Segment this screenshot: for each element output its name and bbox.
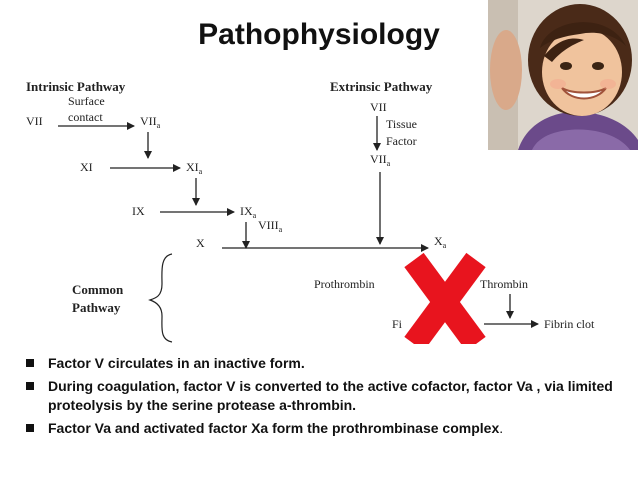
factor-xi: XI xyxy=(80,160,93,174)
bullet-list: Factor V circulates in an inactive form.… xyxy=(26,354,626,442)
factor-viiia: VIIIa xyxy=(258,218,283,234)
child-photo xyxy=(488,0,638,150)
factor-vii-extrinsic: VII xyxy=(370,100,387,114)
square-bullet-icon xyxy=(26,359,34,367)
intrinsic-pathway-title: Intrinsic Pathway xyxy=(26,79,126,94)
common-pathway-brace xyxy=(148,253,173,343)
bullet-item: Factor V circulates in an inactive form. xyxy=(26,354,626,373)
pathway-label: Pathway xyxy=(72,300,121,315)
bullet-item: During coagulation, factor V is converte… xyxy=(26,377,626,415)
factor-x: X xyxy=(196,236,205,250)
factor-xia: XIa xyxy=(186,160,203,176)
thrombin-label: Thrombin xyxy=(480,277,528,291)
factor-viia-intrinsic: VIIa xyxy=(140,114,161,130)
factor-ix: IX xyxy=(132,204,145,218)
factor-xa: Xa xyxy=(434,234,447,250)
surface-label: Surface xyxy=(68,94,105,108)
factor-viia-extrinsic: VIIa xyxy=(370,152,391,168)
bullet-item: Factor Va and activated factor Xa form t… xyxy=(26,419,626,438)
contact-label: contact xyxy=(68,110,103,124)
coagulation-cascade-diagram: Intrinsic Pathway Extrinsic Pathway Surf… xyxy=(26,79,595,344)
extrinsic-pathway-title: Extrinsic Pathway xyxy=(330,79,433,94)
slide-title: Pathophysiology xyxy=(198,18,440,51)
factor-vii-intrinsic: VII xyxy=(26,114,43,128)
common-label: Common xyxy=(72,282,124,297)
red-x-icon xyxy=(404,252,486,344)
prothrombin-label: Prothrombin xyxy=(314,277,375,291)
factor-label: Factor xyxy=(386,134,417,148)
factor-ixa: IXa xyxy=(240,204,257,220)
fibrin-clot-label: Fibrin clot xyxy=(544,317,595,331)
tissue-label: Tissue xyxy=(386,117,417,131)
square-bullet-icon xyxy=(26,424,34,432)
square-bullet-icon xyxy=(26,382,34,390)
fibrinogen-partial-label: Fi xyxy=(392,317,403,331)
